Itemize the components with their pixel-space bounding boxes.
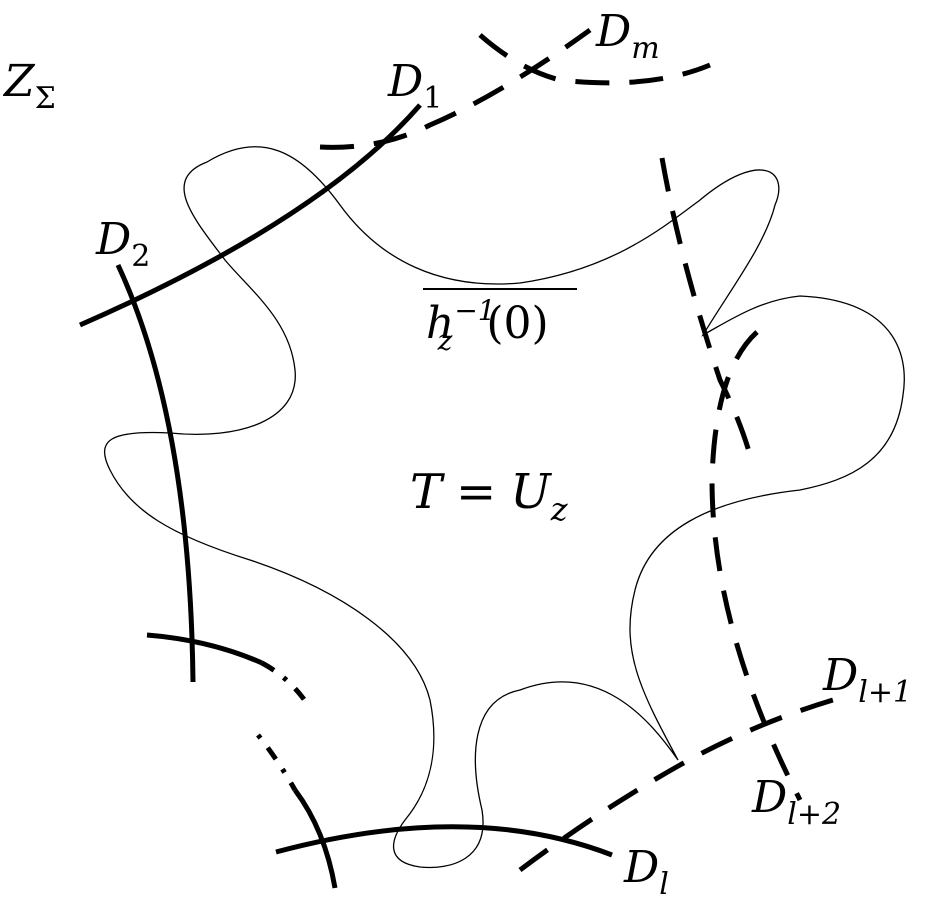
label-Dm: Dm (595, 6, 660, 66)
label-T-equals-Uz: T=Uz (410, 464, 569, 528)
divisor-Dl-vertical (292, 788, 338, 889)
divisor-D1-dashed (319, 27, 592, 150)
divisor-D2 (115, 263, 196, 683)
divisor-right-dashed (659, 157, 753, 456)
divisor-Dl (275, 824, 613, 858)
label-Z-sigma: ZΣ (2, 56, 56, 116)
h-inverse-zero-curve (104, 146, 905, 869)
label-D1: D1 (387, 56, 442, 116)
divisor-Dl1-dashed (518, 692, 851, 873)
divisor-right-inner-dashed (709, 330, 803, 802)
divisor-left-lower (146, 632, 264, 666)
divisor-Dl-upper-dashdot (256, 733, 298, 792)
label-D2: D2 (95, 214, 150, 274)
label-Dl-plus-2: Dl+2 (751, 772, 841, 832)
label-Dl-plus-1: Dl+1 (822, 650, 912, 710)
divisor-Dm-dashed (478, 33, 711, 86)
label-Dl: Dl (623, 842, 669, 901)
divisor-D1 (78, 103, 422, 328)
divisor-left-lower-dashdot (260, 660, 311, 707)
